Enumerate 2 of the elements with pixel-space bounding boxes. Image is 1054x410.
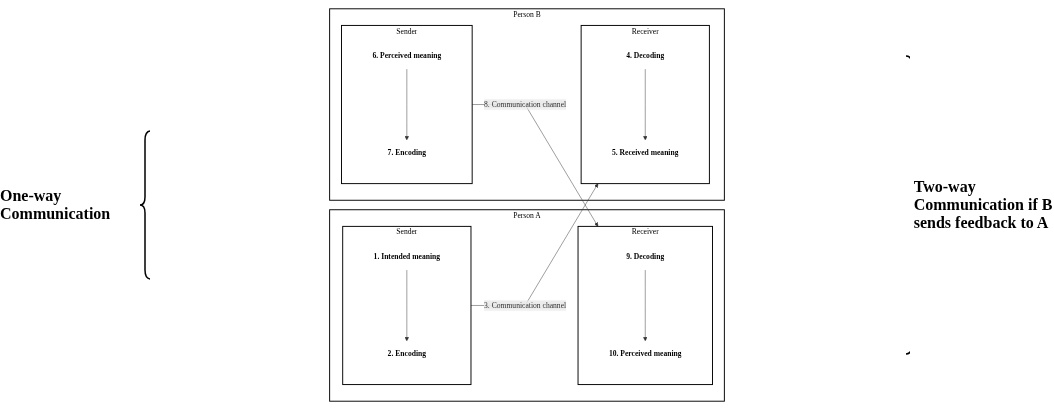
side-note: One-way Communication <box>0 187 112 223</box>
side-note: Two-way Communication if B sends feedback to A <box>913 178 1054 232</box>
